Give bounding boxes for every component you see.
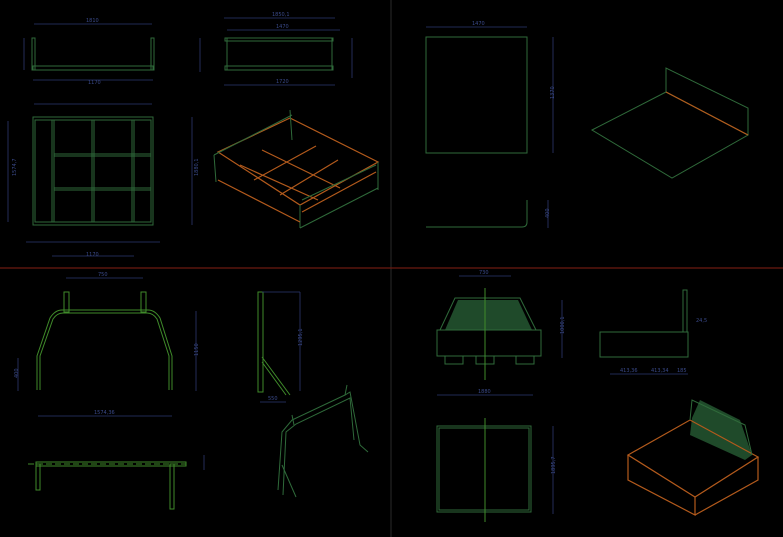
dim-truck-side-h: 1000,1 xyxy=(560,317,566,335)
side-elevation-view: 1850,1 1470 1720 xyxy=(199,12,353,86)
dim-rack-bottom: 1574,36 xyxy=(94,410,115,416)
dim-side-inner: 1470 xyxy=(276,24,289,30)
dim-panel-height: 1370 xyxy=(550,86,556,99)
dim-side-c: 185 xyxy=(677,368,687,374)
dim-side-b: 413,34 xyxy=(651,368,669,374)
dim-rack-side: 400 xyxy=(14,368,20,378)
dim-rack-height: 1150 xyxy=(194,343,200,356)
dim-rack-top: 750 xyxy=(98,272,108,278)
dim-truck-width: 1880 xyxy=(478,389,491,395)
rack-isometric-view xyxy=(277,384,369,498)
dim-side-overall: 1850,1 xyxy=(272,12,290,18)
isometric-frame-view xyxy=(213,109,380,229)
truck-top-view: 1895,7 xyxy=(436,418,557,522)
dim-truck-top: 730 xyxy=(479,270,489,276)
dim-plan-right: 1880,1 xyxy=(194,159,200,177)
dim-post: 24,5 xyxy=(696,318,707,324)
dim-plan-bottom: 1170 xyxy=(86,252,99,258)
dim-panel-small: 400 xyxy=(545,208,551,218)
truck-side-view: 413,36 413,34 185 24,5 xyxy=(599,289,707,375)
rack-side-view: 1295,1 550 xyxy=(257,291,304,403)
dim-front-width: 1810 xyxy=(86,18,99,24)
dim-panel-width: 1470 xyxy=(472,21,485,27)
dim-side-bottom: 1720 xyxy=(276,79,289,85)
truck-rear-view: 730 1880 1000,1 xyxy=(436,270,566,396)
rack-top-view xyxy=(28,455,205,510)
dim-rack-base: 550 xyxy=(268,396,278,402)
dim-plan-left: 1574,7 xyxy=(12,159,18,177)
dim-truck-height: 1895,7 xyxy=(551,457,557,475)
panel-front-view: 1470 1370 400 xyxy=(425,21,750,228)
plan-view: 1170 1574,7 1880,1 xyxy=(7,103,200,258)
dim-front-bottom: 1170 xyxy=(88,80,101,86)
dim-rack-side-h: 1295,1 xyxy=(298,329,304,347)
dim-side-a: 413,36 xyxy=(620,368,638,374)
truck-isometric-view xyxy=(626,399,760,516)
front-elevation-view: 1810 1170 xyxy=(23,18,155,86)
rack-front-view: 750 1574,36 1150 400 xyxy=(14,272,200,417)
